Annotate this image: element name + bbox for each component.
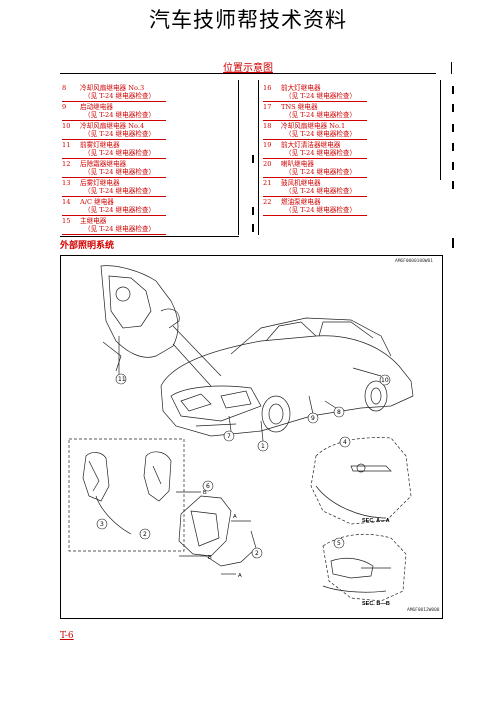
- margin-bar: [452, 104, 454, 112]
- car-diagram: 11 1 7 9 8 10 6 2 3 2 4 5 B A A B: [68, 265, 414, 602]
- figure-code: AM6F0012W000: [407, 608, 440, 613]
- section-subheading: 外部照明系统: [60, 241, 115, 251]
- svg-text:4: 4: [343, 439, 347, 446]
- svg-text:2: 2: [255, 550, 259, 557]
- section-title: 位置示意图: [223, 63, 273, 74]
- section-label-b: SEC. B—B: [362, 601, 390, 607]
- margin-bar: [252, 207, 254, 215]
- svg-text:B: B: [208, 555, 212, 561]
- margin-bar: [452, 124, 454, 132]
- margin-bar: [452, 162, 454, 170]
- figure-code: AM6F0000100W01: [395, 259, 433, 264]
- table-separator: [440, 80, 441, 180]
- svg-text:7: 7: [227, 433, 231, 440]
- svg-text:2: 2: [143, 531, 147, 538]
- section-label-a: SEC. A—A: [362, 518, 390, 524]
- table-top-rule: [60, 73, 436, 74]
- margin-bar: [452, 143, 454, 151]
- svg-text:1: 1: [261, 443, 265, 450]
- svg-text:11: 11: [118, 376, 126, 383]
- svg-text:10: 10: [381, 377, 389, 384]
- svg-text:5: 5: [337, 540, 341, 547]
- svg-text:B: B: [203, 490, 207, 496]
- margin-bar: [252, 155, 254, 163]
- svg-text:A: A: [238, 573, 242, 579]
- table-separator: [451, 62, 452, 74]
- table-separator: [238, 80, 239, 235]
- page-title: 汽车技师帮技术资料: [149, 8, 347, 32]
- page-number: T-6: [60, 631, 74, 641]
- table-separator: [258, 80, 259, 235]
- svg-text:9: 9: [311, 415, 315, 422]
- margin-bar: [252, 224, 254, 232]
- margin-bar: [452, 238, 454, 248]
- exterior-lighting-figure: AM6F0000100W01 AM6F0012W000: [60, 255, 443, 619]
- svg-text:8: 8: [337, 409, 341, 416]
- svg-text:6: 6: [206, 483, 210, 490]
- svg-text:A: A: [233, 514, 237, 520]
- margin-bar: [452, 181, 454, 189]
- svg-text:3: 3: [100, 521, 104, 528]
- table-bottom-rule: [60, 236, 239, 237]
- margin-bar: [452, 86, 454, 94]
